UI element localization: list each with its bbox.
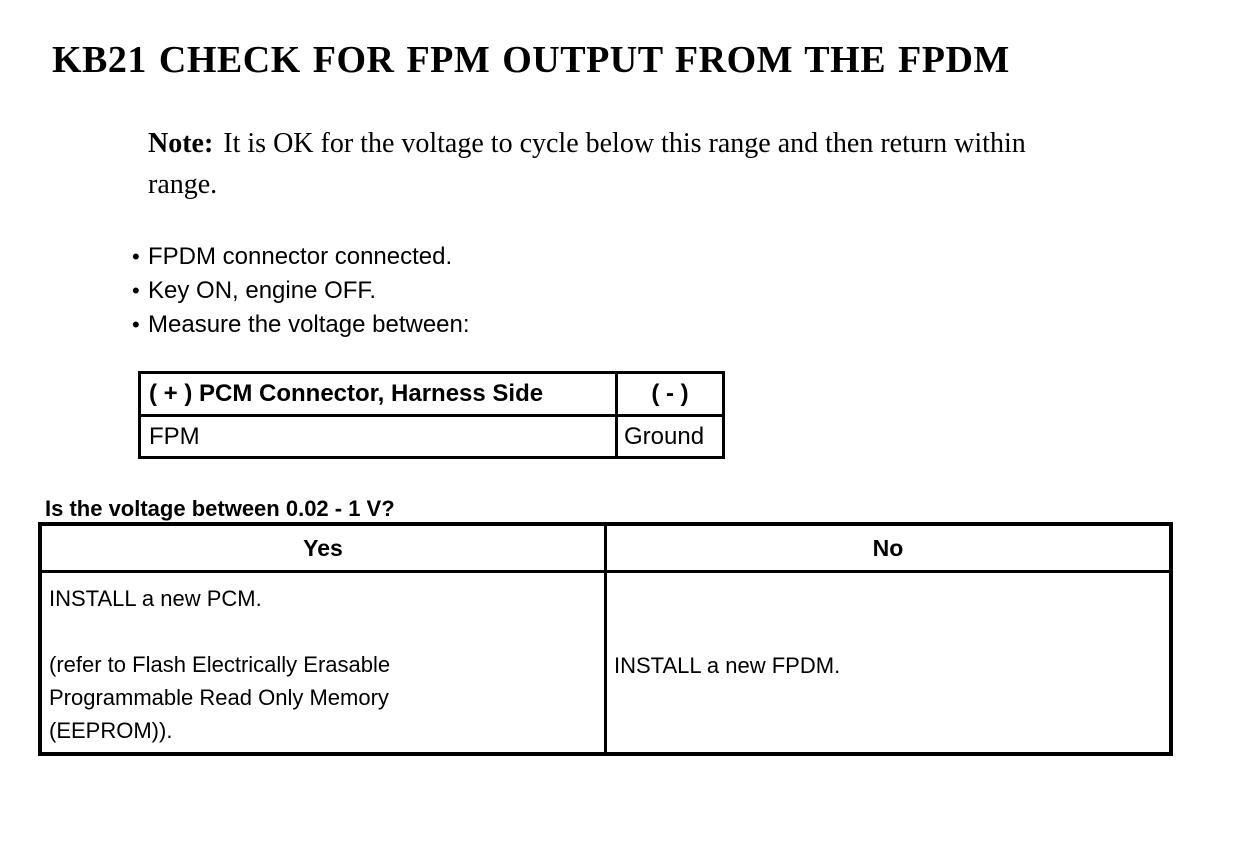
question-text: Is the voltage between 0.02 - 1 V? xyxy=(45,496,395,521)
precondition-list: • FPDM connector connected. • Key ON, en… xyxy=(132,240,1248,342)
decision-table-header-row: Yes No xyxy=(38,522,1173,573)
yes-header: Yes xyxy=(38,522,607,573)
measurement-cell-positive: FPM xyxy=(138,414,618,459)
note-label: Note: xyxy=(148,128,214,159)
table-row: FPM Ground xyxy=(138,414,725,459)
measurement-header-negative: ( - ) xyxy=(615,371,725,417)
note-text: It is OK for the voltage to cycle below … xyxy=(148,128,1026,200)
yes-action-reference: (refer to Flash Electrically Erasable Pr… xyxy=(49,652,391,743)
list-item-text: Measure the voltage between: xyxy=(148,311,470,338)
list-item-text: Key ON, engine OFF. xyxy=(148,277,377,304)
list-item-text: FPDM connector connected. xyxy=(148,243,453,270)
list-item: • Key ON, engine OFF. xyxy=(132,274,1248,308)
measurement-table: ( + ) PCM Connector, Harness Side ( - ) … xyxy=(138,371,725,459)
decision-table: Yes No INSTALL a new PCM. (refer to Flas… xyxy=(38,522,1173,756)
decision-table-body-row: INSTALL a new PCM. (refer to Flash Elect… xyxy=(38,570,1173,756)
bullet-icon: • xyxy=(132,278,140,303)
measurement-table-header-row: ( + ) PCM Connector, Harness Side ( - ) xyxy=(138,371,725,417)
list-item: • Measure the voltage between: xyxy=(132,308,1248,342)
no-header: No xyxy=(604,522,1173,573)
document-page: KB21 CHECK FOR FPM OUTPUT FROM THE FPDM … xyxy=(0,40,1248,842)
list-item: • FPDM connector connected. xyxy=(132,240,1248,274)
measurement-header-positive: ( + ) PCM Connector, Harness Side xyxy=(138,371,618,417)
bullet-icon: • xyxy=(132,244,140,269)
yes-cell: INSTALL a new PCM. (refer to Flash Elect… xyxy=(38,570,607,756)
yes-action-primary: INSTALL a new PCM. xyxy=(49,586,262,611)
page-title: KB21 CHECK FOR FPM OUTPUT FROM THE FPDM xyxy=(52,39,1010,81)
bullet-icon: • xyxy=(132,312,140,337)
note: Note:It is OK for the voltage to cycle b… xyxy=(148,123,1208,205)
no-cell: INSTALL a new FPDM. xyxy=(604,570,1173,756)
measurement-cell-negative: Ground xyxy=(615,414,725,459)
